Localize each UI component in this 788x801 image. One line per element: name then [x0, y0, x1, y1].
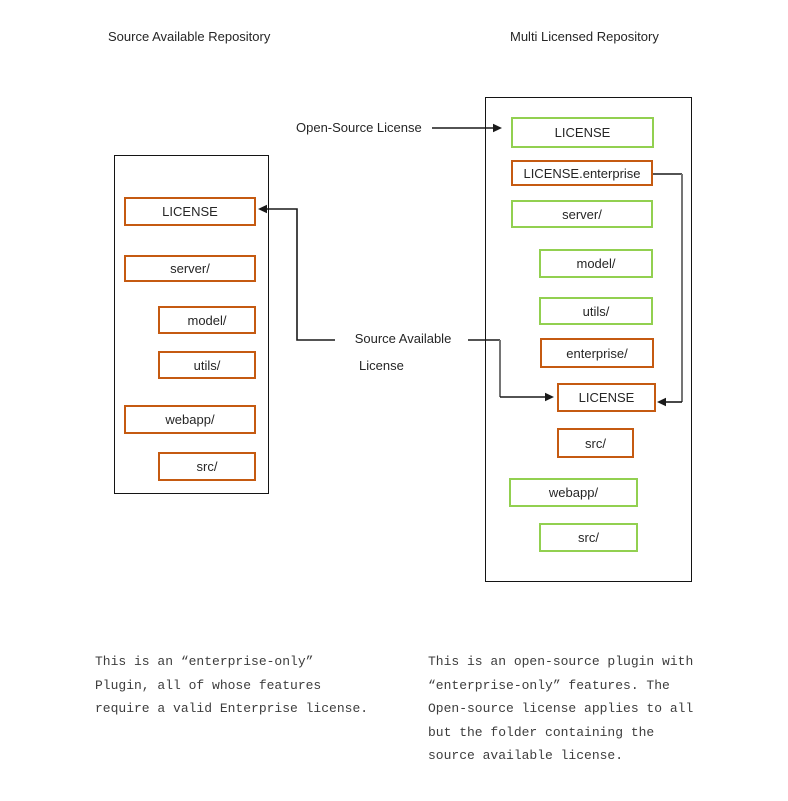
- right-repo-src-box: src/: [539, 523, 638, 552]
- left-repo-model-box: model/: [158, 306, 256, 334]
- right-repo-container: [485, 97, 692, 582]
- arrowhead-right-icon: [545, 392, 554, 402]
- right-repo-server-box: server/: [511, 200, 653, 228]
- right-repo-enterprise-box: enterprise/: [540, 338, 654, 368]
- left-repo-note: This is an “enterprise-only” Plugin, all…: [95, 654, 369, 716]
- left-repo-server-box: server/: [124, 255, 256, 282]
- left-repo-title: Source Available Repository: [108, 29, 271, 44]
- arrowhead-right-icon: [493, 123, 502, 133]
- left-repo-container: [114, 155, 269, 494]
- right-repo-webapp-box: webapp/: [509, 478, 638, 507]
- right-repo-utils-box: utils/: [539, 297, 653, 325]
- left-repo-utils-box: utils/: [158, 351, 256, 379]
- right-repo-license-enterprise-box: LICENSE.enterprise: [511, 160, 653, 186]
- right-repo-title: Multi Licensed Repository: [510, 29, 659, 44]
- right-repo-note: This is an open-source plugin with “ente…: [428, 654, 694, 763]
- open-source-license-label: Open-Source License: [293, 120, 425, 135]
- source-available-license-label-line2: License: [356, 358, 407, 373]
- arrowhead-left-icon: [657, 397, 666, 407]
- right-repo-model-box: model/: [539, 249, 653, 278]
- left-repo-webapp-box: webapp/: [124, 405, 256, 434]
- right-repo-nested-license-box: LICENSE: [557, 383, 656, 412]
- arrowhead-left-icon: [258, 204, 267, 214]
- left-repo-license-box: LICENSE: [124, 197, 256, 226]
- source-available-license-label-line1: Source Available: [338, 331, 468, 346]
- right-repo-nested-src-box: src/: [557, 428, 634, 458]
- source-available-connector-line-left: [266, 208, 335, 341]
- left-repo-src-box: src/: [158, 452, 256, 481]
- right-repo-license-box: LICENSE: [511, 117, 654, 148]
